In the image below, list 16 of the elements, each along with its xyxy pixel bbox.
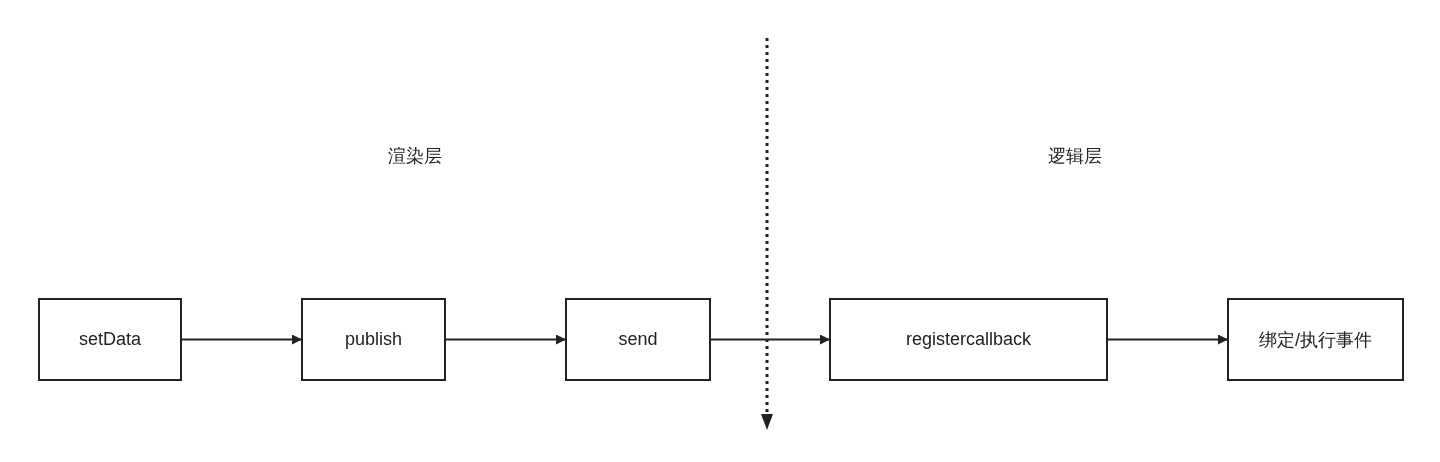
process-box: [565, 298, 711, 381]
box-label: send: [618, 329, 658, 350]
arrow: [710, 334, 830, 345]
box-label: registercallback: [905, 329, 1032, 350]
layer-label: 逻辑层: [1048, 145, 1102, 168]
arrow: [445, 334, 566, 345]
box-label: setData: [78, 329, 141, 350]
arrow: [1107, 334, 1228, 345]
process-box: [38, 298, 182, 381]
arrow: [181, 334, 302, 345]
box-label: 绑定/执行事件: [1259, 328, 1372, 352]
process-box: [829, 298, 1108, 381]
process-box: [1227, 298, 1404, 381]
process-box: [301, 298, 446, 381]
box-label: publish: [344, 329, 402, 350]
layer-label: 渲染层: [388, 145, 442, 168]
